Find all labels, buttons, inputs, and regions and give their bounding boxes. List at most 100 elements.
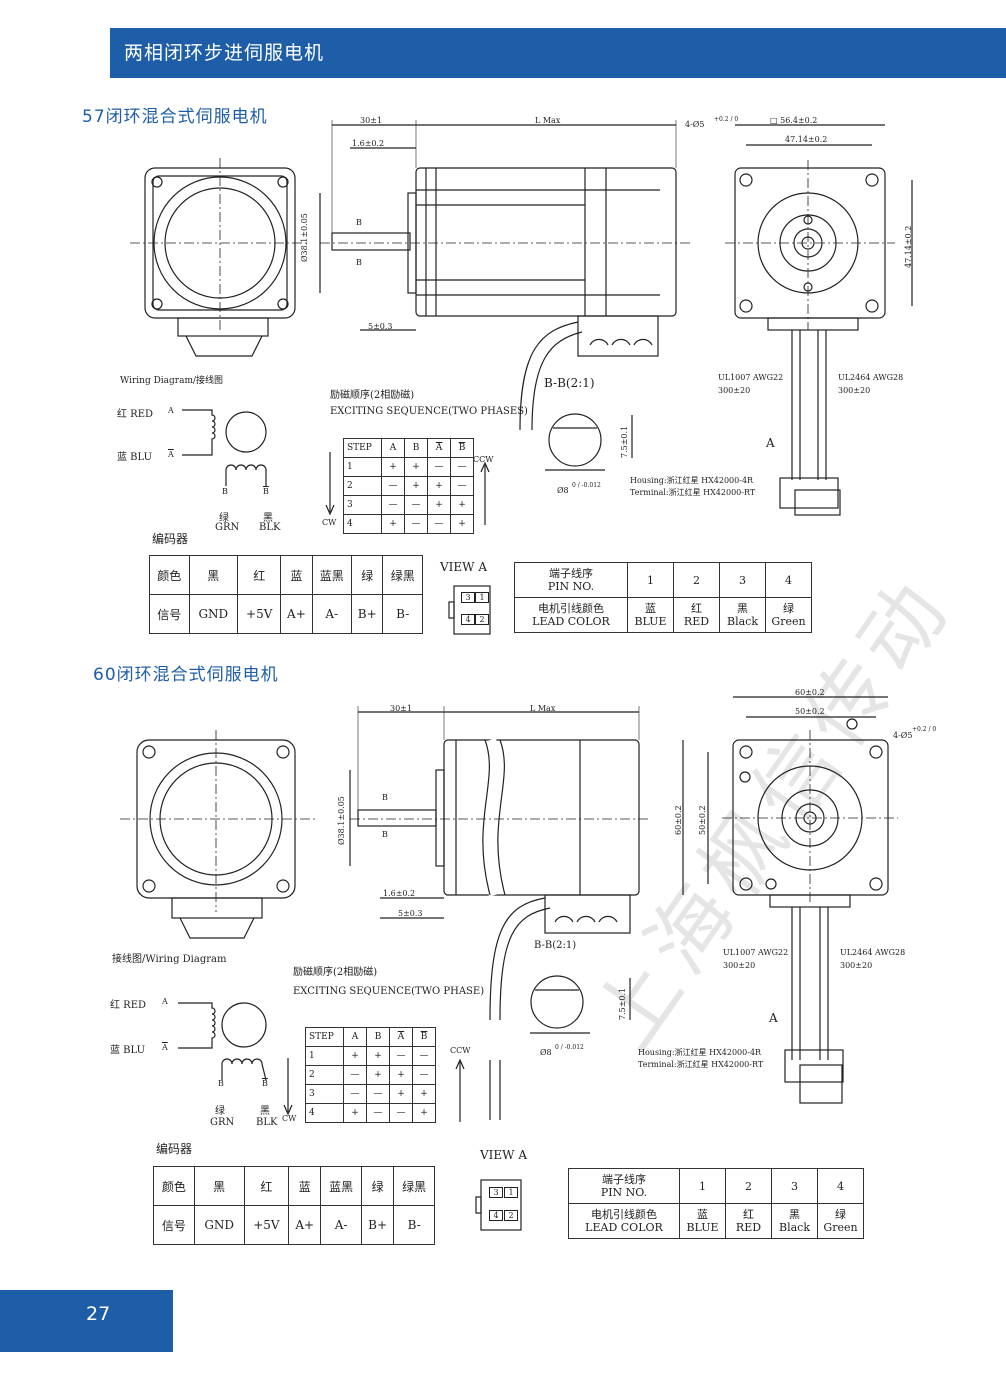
wiring-diagram-57 xyxy=(182,409,490,525)
dim-boss-60: 5±0.3 xyxy=(398,909,423,918)
dim-pitch-60: 50±0.2 xyxy=(795,707,825,716)
lead-color-en: RED xyxy=(735,1221,762,1234)
seq-cell: — xyxy=(412,1046,436,1066)
section-label-57: B-B(2:1) xyxy=(544,376,595,390)
enc-cell: 蓝黑 xyxy=(320,1166,362,1206)
wiring-grn-cn-60: 绿 xyxy=(215,1106,225,1117)
enc-cell: 蓝 xyxy=(288,1166,322,1206)
pin-no: 4 xyxy=(765,562,812,598)
view-a-title-60: VIEW A xyxy=(480,1148,527,1162)
view-a-connector-57 xyxy=(448,585,491,635)
cable1-len-60: 300±20 xyxy=(723,961,756,970)
lead-color-en: RED xyxy=(683,615,710,628)
view-a-connector-60 xyxy=(475,1179,522,1231)
dim-lmax-57: L Max xyxy=(535,116,561,125)
sequence-cw-60: CW xyxy=(282,1114,297,1123)
seq-cell: + xyxy=(427,495,451,515)
housing-60: Housing:浙江红星 HX42000-4R xyxy=(638,1048,762,1057)
view-a-pin: 1 xyxy=(504,1187,518,1198)
seq-cell: + xyxy=(404,457,428,477)
encoder-title-60: 编码器 xyxy=(156,1142,193,1156)
section-57-title: 57闭环混合式伺服电机 xyxy=(82,107,268,127)
lead-color-en: Green xyxy=(771,615,806,628)
dim-flat-57: 7.5±0.1 xyxy=(620,425,629,458)
enc-cell: 绿黑 xyxy=(393,1166,435,1206)
pin-no: 3 xyxy=(771,1168,818,1204)
section-bb-60 xyxy=(530,975,631,1034)
sequence-cw-57: CW xyxy=(322,518,337,527)
seq-cell: 4 xyxy=(305,1103,344,1123)
seq-cell: + xyxy=(366,1065,390,1085)
seq-cell: + xyxy=(343,1103,367,1123)
view-a-pin: 3 xyxy=(489,1187,503,1198)
seq-cell: — xyxy=(389,1103,413,1123)
pin-no: 1 xyxy=(679,1168,726,1204)
dim-pitch-v-60: 50±0.2 xyxy=(698,805,707,835)
lead-color-en: Black xyxy=(779,1221,810,1234)
dim-square-57: □ 56.4±0.2 xyxy=(770,116,818,125)
enc-cell: GND xyxy=(188,594,239,634)
dim-shaft-dia-57: Ø8 xyxy=(557,486,569,495)
dim-shaft-dia-60: Ø8 xyxy=(540,1048,552,1057)
dim-holes-tol-57: +0.2 / 0 xyxy=(714,116,739,123)
section-b-top-60: B xyxy=(382,793,388,802)
dim-pilot-57: Ø38.1±0.05 xyxy=(300,213,309,262)
page-number-tab xyxy=(0,1290,173,1352)
seq-cell: — xyxy=(450,457,474,477)
enc-cell: 颜色 xyxy=(149,555,190,595)
enc-cell: A+ xyxy=(288,1205,322,1245)
wiring-bbar-57: B xyxy=(263,487,269,496)
lead-color-cn: 红 xyxy=(691,602,702,615)
enc-cell: 颜色 xyxy=(153,1166,195,1206)
dim-pitch-v-57: 47.14±0.2 xyxy=(904,225,913,268)
cable1-60: UL1007 AWG22 xyxy=(723,948,789,957)
section-b-top-57: B xyxy=(356,218,362,227)
view-a-pin: 4 xyxy=(461,614,475,625)
enc-cell: GND xyxy=(193,1205,245,1245)
seq-cell: 3 xyxy=(343,495,382,515)
seq-cell: 2 xyxy=(343,476,382,496)
enc-cell: +5V xyxy=(237,594,282,634)
wiring-grn-57: GRN xyxy=(215,522,240,533)
seq-cell: + xyxy=(381,514,405,534)
wiring-diagram-60 xyxy=(178,1002,465,1122)
enc-cell: A- xyxy=(311,594,353,634)
enc-cell: 蓝 xyxy=(280,555,313,595)
wiring-blk-cn-57: 黑 xyxy=(263,513,273,524)
seq-cell: + xyxy=(404,476,428,496)
enc-cell: B+ xyxy=(360,1205,395,1245)
dim-lmax-60: L Max xyxy=(530,704,556,713)
wiring-blu-60: 蓝 BLU xyxy=(110,1045,146,1056)
section-b-bottom-57: B xyxy=(356,258,362,267)
seq-cell: + xyxy=(343,1046,367,1066)
pin-no: 2 xyxy=(725,1168,772,1204)
dim-shaft-len-57: 30±1 xyxy=(360,116,382,125)
header-title: 两相闭环步进伺服电机 xyxy=(124,42,325,64)
sequence-title-cn-57: 励磁顺序(2相励磁) xyxy=(330,390,415,401)
sequence-title-en-60: EXCITING SEQUENCE(TWO PHASE) xyxy=(293,986,485,997)
terminal-60: Terminal:浙江红星 HX42000-RT xyxy=(638,1060,764,1069)
enc-cell: 信号 xyxy=(153,1205,195,1245)
dim-flat-60: 7.5±0.1 xyxy=(618,987,627,1020)
pin-head-en: PIN NO. xyxy=(547,580,595,593)
dim-shaft-len-60: 30±1 xyxy=(390,704,412,713)
enc-cell: B- xyxy=(393,1205,435,1245)
seq-cell: — xyxy=(381,495,405,515)
seq-cell: — xyxy=(450,476,474,496)
seq-cell: — xyxy=(343,1084,367,1104)
enc-cell: 蓝黑 xyxy=(311,555,353,595)
view-a-pin: 2 xyxy=(504,1210,518,1221)
wiring-bbar-60: B xyxy=(262,1079,268,1088)
sequence-ccw-60: CCW xyxy=(450,1046,471,1055)
seq-cell: — xyxy=(427,457,451,477)
lead-color-cn: 红 xyxy=(743,1208,754,1221)
